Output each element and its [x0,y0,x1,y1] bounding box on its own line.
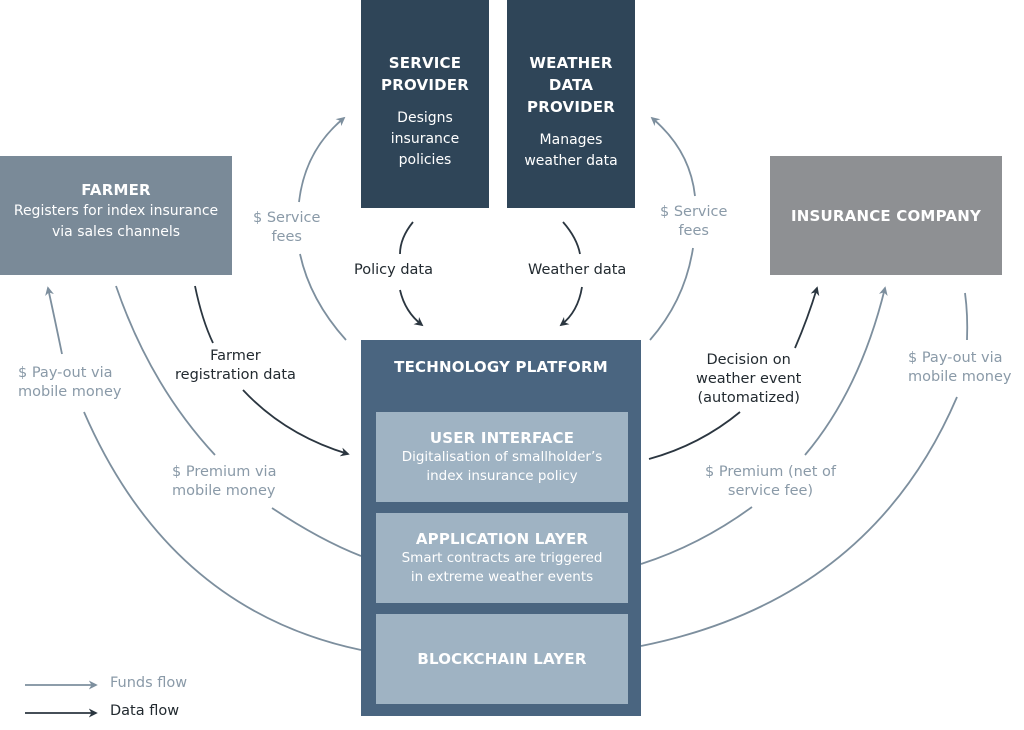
payout-left-label: $ Pay-out via mobile money [18,365,122,400]
weather-data-label: Weather data [528,262,627,278]
farmer-title: FARMER [81,180,151,199]
service-provider-desc-line2: insurance [390,131,460,147]
decision-label: Decision on weather event (automatized) [696,352,802,406]
insurance-company-title: INSURANCE COMPANY [790,206,982,225]
technology-platform-title: TECHNOLOGY PLATFORM [394,358,608,376]
insurance-company-node: INSURANCE COMPANY [770,156,1002,275]
weather-provider-title-line2: DATA [548,76,594,94]
user-interface-desc-line1: Digitalisation of smallholder’s [401,449,603,465]
service-fees-right-arrow-lower [649,247,694,341]
blockchain-layer: BLOCKCHAIN LAYER [376,614,628,704]
premium-left-arrow-upper [115,285,216,456]
payout-right-label: $ Pay-out via mobile money [908,350,1012,385]
payout-right-arrow-lower [640,396,958,647]
weather-data-arrow-lower [559,286,583,327]
user-interface-title: USER INTERFACE [429,429,575,447]
decision-arrow-upper [794,286,820,349]
farmer-registration-label: Farmer registration data [175,348,296,383]
premium-right-label: $ Premium (net of service fee) [705,464,837,499]
farmer-desc-line2: via sales channels [51,223,181,240]
service-provider-title-line2: PROVIDER [381,76,469,94]
service-provider-node: SERVICE PROVIDER Designs insurance polic… [361,0,489,208]
payout-left-arrow-lower [83,411,362,651]
service-provider-title-line1: SERVICE [388,54,462,72]
application-layer-desc-line1: Smart contracts are triggered [401,550,603,566]
weather-data-arrow-upper [562,221,581,255]
premium-right-arrow-upper [804,286,888,456]
farmer-desc-line1: Registers for index insurance [13,202,219,219]
farmer-registration-arrow-upper [194,285,214,344]
service-fees-left-arrow-upper [298,116,346,203]
weather-data-provider-node: WEATHER DATA PROVIDER Manages weather da… [507,0,635,208]
service-provider-desc-line1: Designs [397,110,453,126]
policy-data-arrow-upper [399,221,414,255]
legend-data-flow: Data flow [110,703,180,719]
payout-right-arrow-upper [964,292,969,341]
weather-provider-title-line3: PROVIDER [527,98,615,116]
weather-provider-desc-line2: weather data [524,153,618,169]
service-fees-left-label: $ Service fees [253,210,321,245]
application-layer: APPLICATION LAYER Smart contracts are tr… [376,513,628,603]
decision-arrow-lower [648,411,741,460]
premium-left-label: $ Premium via mobile money [172,464,277,499]
service-fees-left-arrow-lower [299,253,347,341]
service-fees-right-label: $ Service fees [660,204,728,239]
payout-left-arrow-upper [45,286,63,355]
policy-data-label: Policy data [354,262,433,278]
premium-right-arrow-lower [640,506,753,565]
blockchain-layer-title: BLOCKCHAIN LAYER [417,650,587,668]
farmer-registration-arrow-lower [242,389,350,457]
application-layer-desc-line2: in extreme weather events [410,569,594,585]
user-interface-layer: USER INTERFACE Digitalisation of smallho… [376,412,628,502]
service-provider-desc-line3: policies [398,152,452,168]
policy-data-arrow-lower [399,289,424,327]
service-fees-right-arrow-upper [650,116,696,197]
weather-provider-desc-line1: Manages [539,132,603,148]
legend-funds-flow: Funds flow [110,675,188,691]
technology-platform-node: TECHNOLOGY PLATFORM USER INTERFACE Digit… [361,340,641,716]
farmer-node: FARMER Registers for index insurance via… [0,156,232,275]
premium-left-arrow-lower [271,507,362,557]
application-layer-title: APPLICATION LAYER [415,530,589,548]
weather-provider-title-line1: WEATHER [529,54,613,72]
user-interface-desc-line2: index insurance policy [426,468,578,484]
